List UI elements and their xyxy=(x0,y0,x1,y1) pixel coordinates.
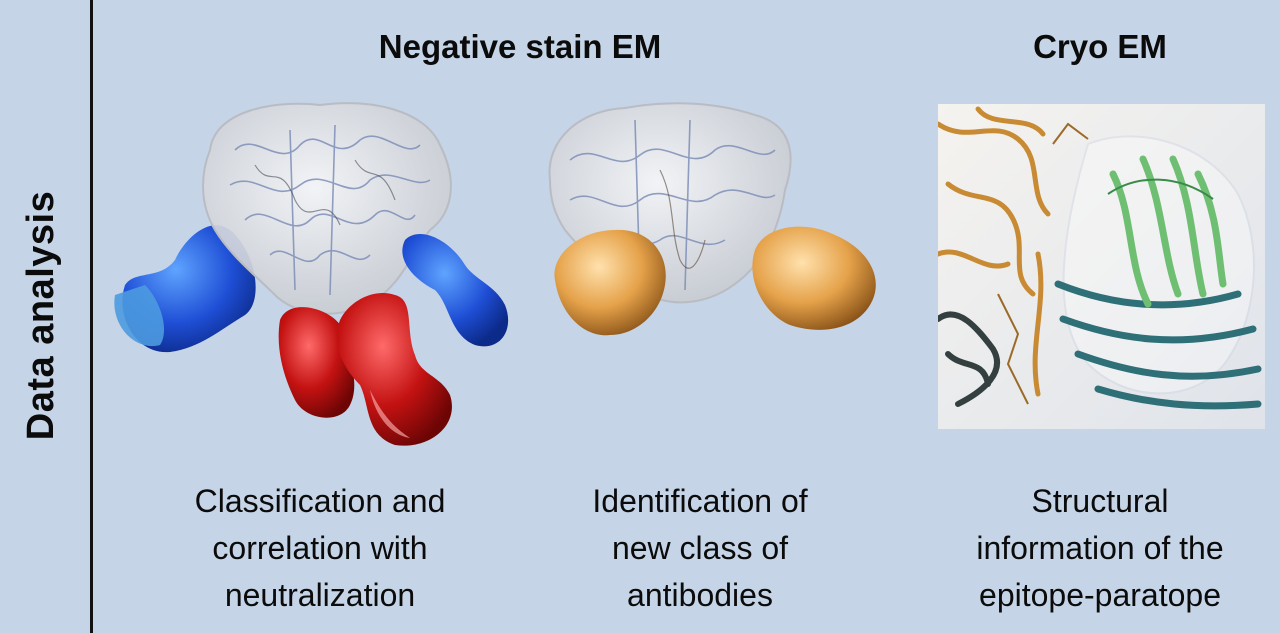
caption-identification: Identification of new class of antibodie… xyxy=(592,483,808,613)
caption-classification: Classification and correlation with neut… xyxy=(194,483,446,613)
antibody-blue-right xyxy=(402,234,509,347)
antibody-red-left xyxy=(278,307,355,418)
side-label: Data analysis xyxy=(12,150,72,480)
heading-cryo-em: Cryo EM xyxy=(1033,28,1167,65)
antibody-orange-left xyxy=(554,229,666,336)
cryo-em-epitope-closeup xyxy=(938,104,1265,429)
antibody-red-right xyxy=(336,292,452,446)
negative-stain-classification-map xyxy=(114,102,509,446)
antibody-orange-right xyxy=(752,226,876,330)
side-label-text: Data analysis xyxy=(20,190,63,440)
negative-stain-new-class-map xyxy=(548,102,876,336)
caption-structural: Structural information of the epitope-pa… xyxy=(976,483,1224,613)
heading-negative-stain-em: Negative stain EM xyxy=(378,28,662,65)
vertical-divider xyxy=(90,0,93,633)
